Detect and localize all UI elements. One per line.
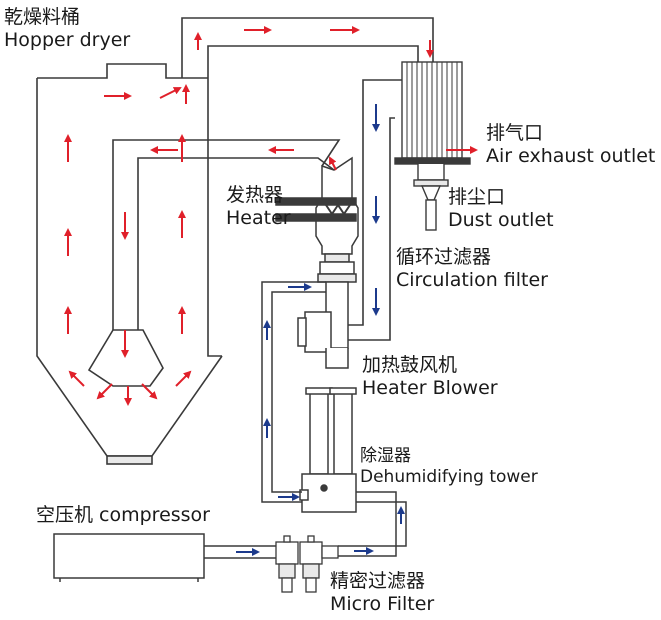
micro-filter	[275, 535, 339, 593]
air-exhaust-cn: 排气口	[486, 122, 544, 144]
return-duct	[348, 79, 402, 341]
micro-filter-cn: 精密过滤器	[330, 570, 426, 592]
circulation-filter	[394, 61, 471, 231]
inner-supply-pipe	[112, 139, 341, 330]
dust-outlet-en: Dust outlet	[448, 209, 554, 231]
heater-blower-cn: 加热鼓风机	[362, 354, 458, 376]
dust-outlet-cn: 排尘口	[448, 186, 506, 208]
hopper-dryer-cn: 乾燥料桶	[4, 6, 81, 28]
tower-loop-pipes	[261, 281, 407, 557]
heater-blower-label: 加热鼓风机 Heater Blower	[362, 354, 498, 400]
heater-en: Heater	[226, 207, 291, 229]
compressor-pipe	[204, 545, 276, 559]
heater-blower	[297, 281, 349, 369]
micro-filter-label: 精密过滤器 Micro Filter	[330, 570, 434, 616]
micro-filter-en: Micro Filter	[330, 593, 435, 615]
dehumidifying-tower	[299, 387, 357, 513]
heater-blower-en: Heater Blower	[362, 377, 498, 399]
compressor	[53, 533, 205, 582]
hot-air-duct-inlet	[181, 17, 434, 78]
hopper-dryer-en: Hopper dryer	[4, 29, 131, 51]
circulation-filter-cn: 循环过滤器	[396, 246, 492, 268]
dehumidifying-tower-cn: 除湿器	[360, 446, 411, 466]
air-exhaust-en: Air exhaust outlet	[486, 145, 656, 167]
compressor-label: 空压机 compressor	[36, 504, 210, 526]
dehumidifying-tower-label: 除湿器 Dehumidifying tower	[360, 446, 538, 488]
hopper-dryer	[36, 63, 223, 465]
dehumidifying-tower-en: Dehumidifying tower	[360, 467, 538, 487]
heater-label: 发热器 Heater	[226, 184, 291, 230]
hopper-dryer-label: 乾燥料桶 Hopper dryer	[4, 6, 130, 52]
air-exhaust-label: 排气口 Air exhaust outlet	[486, 122, 655, 168]
return-air-flow-arrows	[236, 104, 405, 556]
dust-outlet-label: 排尘口 Dust outlet	[448, 186, 554, 232]
heater-cn: 发热器	[226, 184, 284, 206]
circulation-filter-en: Circulation filter	[396, 269, 548, 291]
circulation-filter-label: 循环过滤器 Circulation filter	[396, 246, 548, 292]
hot-air-flow-arrows	[64, 26, 478, 406]
heater	[275, 156, 359, 283]
